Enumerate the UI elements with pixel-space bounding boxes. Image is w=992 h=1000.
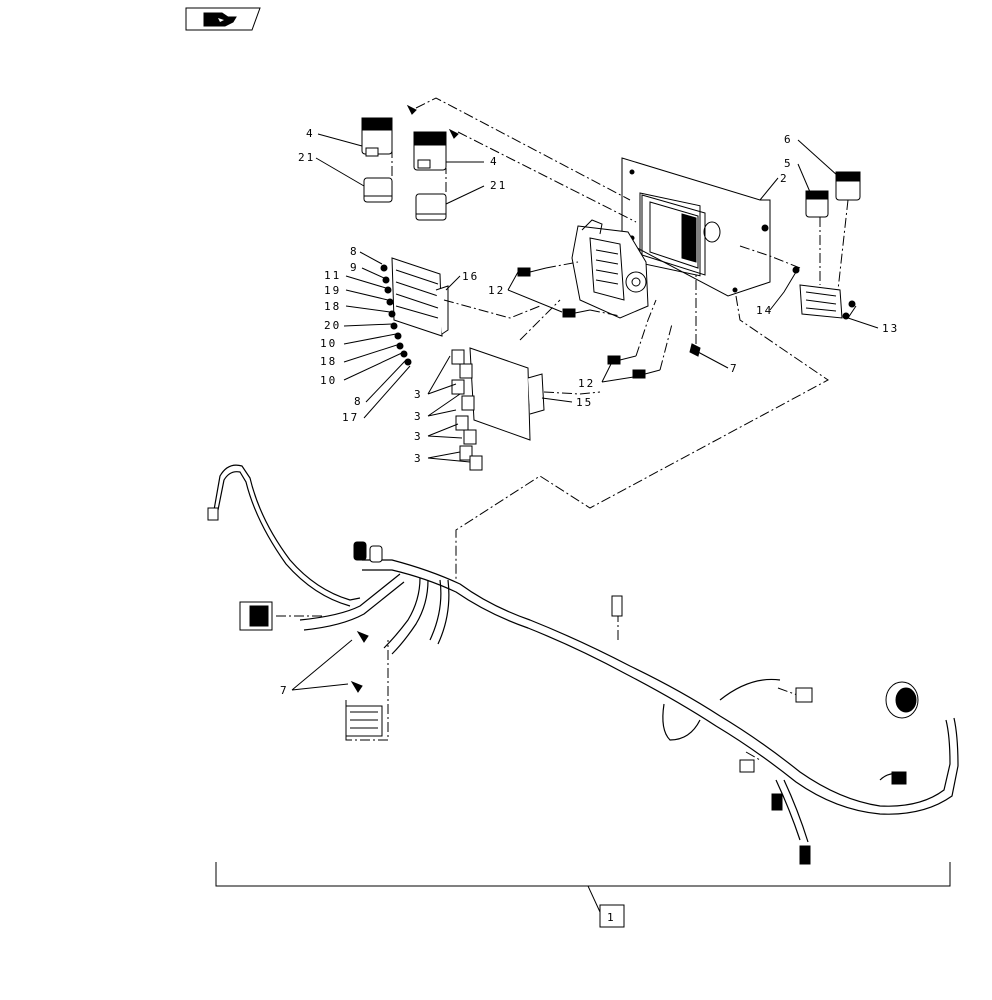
clip-upper [689, 343, 701, 357]
fuse-box [571, 219, 649, 319]
callout-9: 9 [350, 261, 359, 274]
relay-right [413, 131, 447, 221]
callout-12a: 12 [488, 284, 505, 297]
callout-4b: 4 [490, 155, 499, 168]
callout-21a: 21 [298, 151, 315, 164]
bolt-right-lower [632, 369, 661, 379]
callout-12b: 12 [578, 377, 595, 390]
callout-3c: 3 [414, 430, 423, 443]
continue-arrow-icon[interactable] [185, 7, 261, 31]
callout-10b: 10 [320, 374, 337, 387]
callout-8a: 8 [350, 245, 359, 258]
relay-6 [835, 171, 861, 201]
bolt-lower-left [562, 308, 591, 318]
callout-11: 11 [324, 269, 341, 282]
relay-socket [792, 266, 856, 320]
assembly-lines [276, 97, 849, 761]
bolt-top-left [517, 267, 547, 277]
callout-15: 15 [576, 396, 593, 409]
mounting-plate [621, 157, 771, 297]
relay-holder-15 [451, 347, 545, 471]
callout-4a: 4 [306, 127, 315, 140]
callout-17: 17 [342, 411, 359, 424]
callout-16: 16 [462, 270, 479, 283]
callout-10a: 10 [320, 337, 337, 350]
callout-13: 13 [882, 322, 899, 335]
relay-5 [805, 190, 829, 218]
callout-8b: 8 [354, 395, 363, 408]
callout-2: 2 [780, 172, 789, 185]
relay-small-screws [406, 104, 459, 139]
callout-6: 6 [784, 133, 793, 146]
leader-lines [291, 133, 879, 691]
callout-labels: 1 2 3 3 3 3 4 4 5 6 7 7 8 8 9 10 10 11 1… [280, 127, 899, 924]
assembly-bracket [215, 862, 951, 928]
callout-3b: 3 [414, 410, 423, 423]
callout-5: 5 [784, 157, 793, 170]
callout-3d: 3 [414, 452, 423, 465]
callout-19: 19 [324, 284, 341, 297]
relay-left [361, 117, 393, 203]
callout-18a: 18 [324, 300, 341, 313]
callout-7b: 7 [280, 684, 289, 697]
callout-1: 1 [607, 911, 616, 924]
callout-7a: 7 [730, 362, 739, 375]
callout-3a: 3 [414, 388, 423, 401]
bolt-right-upper [607, 355, 637, 365]
callout-21b: 21 [490, 179, 507, 192]
callout-18b: 18 [320, 355, 337, 368]
callout-14: 14 [756, 304, 773, 317]
fuse-holder-16 [380, 257, 449, 366]
wiring-harness [207, 464, 959, 865]
callout-20: 20 [324, 319, 341, 332]
